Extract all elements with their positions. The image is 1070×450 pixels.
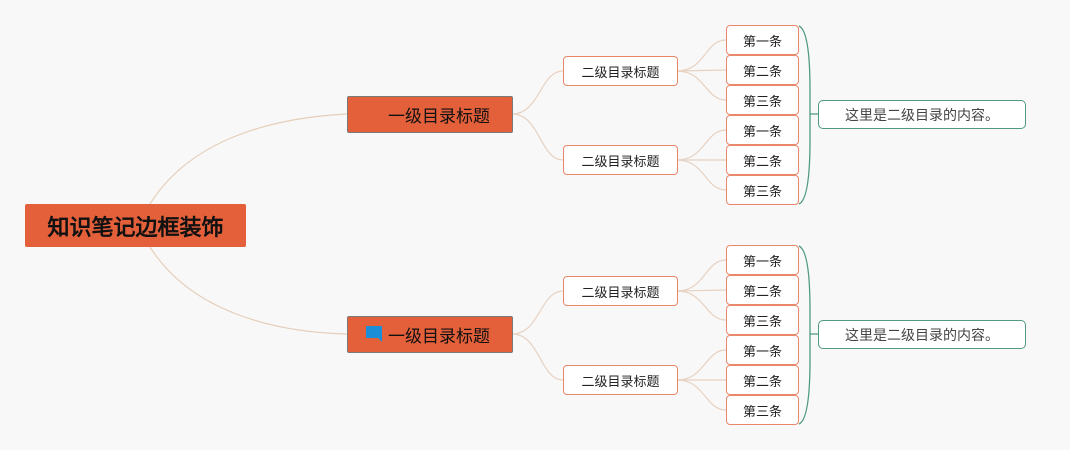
- summary-label: 这里是二级目录的内容。: [845, 107, 999, 124]
- subtopic-label: 二级目录标题: [581, 285, 660, 301]
- connector-l2-l3: [676, 349, 727, 381]
- list-item[interactable]: 第一条: [726, 115, 799, 145]
- central-topic-label: 知识笔记边框装饰: [47, 215, 224, 241]
- list-item-label: 第一条: [742, 34, 782, 50]
- connector-l2-l3: [676, 259, 727, 292]
- subtopic[interactable]: 二级目录标题: [563, 276, 678, 306]
- connector-l1-l2: [511, 290, 564, 335]
- list-item-label: 第二条: [742, 284, 782, 300]
- connector-l2-l3: [676, 70, 727, 101]
- list-item-label: 第三条: [742, 94, 782, 110]
- subtopic-label: 二级目录标题: [581, 154, 660, 170]
- connector-l2-l3: [676, 290, 727, 321]
- summary-brace: [798, 245, 818, 425]
- orange-flag-icon: [366, 106, 382, 122]
- connector-l2-l3: [676, 159, 727, 191]
- subtopic-label: 二级目录标题: [581, 65, 660, 81]
- list-item[interactable]: 第一条: [726, 245, 799, 275]
- list-item[interactable]: 第二条: [726, 145, 799, 175]
- list-item-label: 第三条: [742, 314, 782, 330]
- connector-l1-l2: [511, 333, 564, 381]
- list-item[interactable]: 第三条: [726, 175, 799, 205]
- list-item-label: 第三条: [742, 404, 782, 420]
- main-topic-label: 一级目录标题: [388, 107, 490, 127]
- list-item[interactable]: 第一条: [726, 335, 799, 365]
- subtopic[interactable]: 二级目录标题: [563, 145, 678, 175]
- subtopic-label: 二级目录标题: [581, 374, 660, 390]
- list-item-label: 第三条: [742, 184, 782, 200]
- list-item[interactable]: 第二条: [726, 275, 799, 305]
- subtopic[interactable]: 二级目录标题: [563, 56, 678, 86]
- list-item-label: 第一条: [742, 344, 782, 360]
- connector-l1-l2: [511, 113, 564, 161]
- main-topic-1[interactable]: 一级目录标题: [347, 96, 513, 133]
- list-item[interactable]: 第三条: [726, 305, 799, 335]
- summary-note[interactable]: 这里是二级目录的内容。: [818, 100, 1026, 129]
- connector-l1-l2: [511, 70, 564, 115]
- connector-l2-l3: [676, 69, 727, 72]
- summary-label: 这里是二级目录的内容。: [845, 327, 999, 344]
- connector-l2-l3: [676, 129, 727, 161]
- list-item[interactable]: 第二条: [726, 365, 799, 395]
- summary-note[interactable]: 这里是二级目录的内容。: [818, 320, 1026, 349]
- connector-l2-l3: [676, 379, 727, 411]
- summary-brace: [798, 25, 818, 205]
- list-item-label: 第二条: [742, 64, 782, 80]
- subtopic[interactable]: 二级目录标题: [563, 365, 678, 395]
- connector-l2-l3: [676, 289, 727, 292]
- list-item[interactable]: 第三条: [726, 85, 799, 115]
- list-item-label: 第一条: [742, 254, 782, 270]
- main-topic-2[interactable]: 一级目录标题: [347, 316, 513, 353]
- list-item[interactable]: 第二条: [726, 55, 799, 85]
- list-item-label: 第二条: [742, 154, 782, 170]
- list-item[interactable]: 第三条: [726, 395, 799, 425]
- connector-l2-l3: [676, 39, 727, 72]
- list-item[interactable]: 第一条: [726, 25, 799, 55]
- main-topic-label: 一级目录标题: [388, 327, 490, 347]
- blue-flag-icon: [366, 326, 382, 342]
- list-item-label: 第二条: [742, 374, 782, 390]
- list-item-label: 第一条: [742, 124, 782, 140]
- connector-root-branch-1: [149, 113, 348, 205]
- central-topic[interactable]: 知识笔记边框装饰: [25, 204, 246, 247]
- connector-root-branch-2: [149, 246, 348, 335]
